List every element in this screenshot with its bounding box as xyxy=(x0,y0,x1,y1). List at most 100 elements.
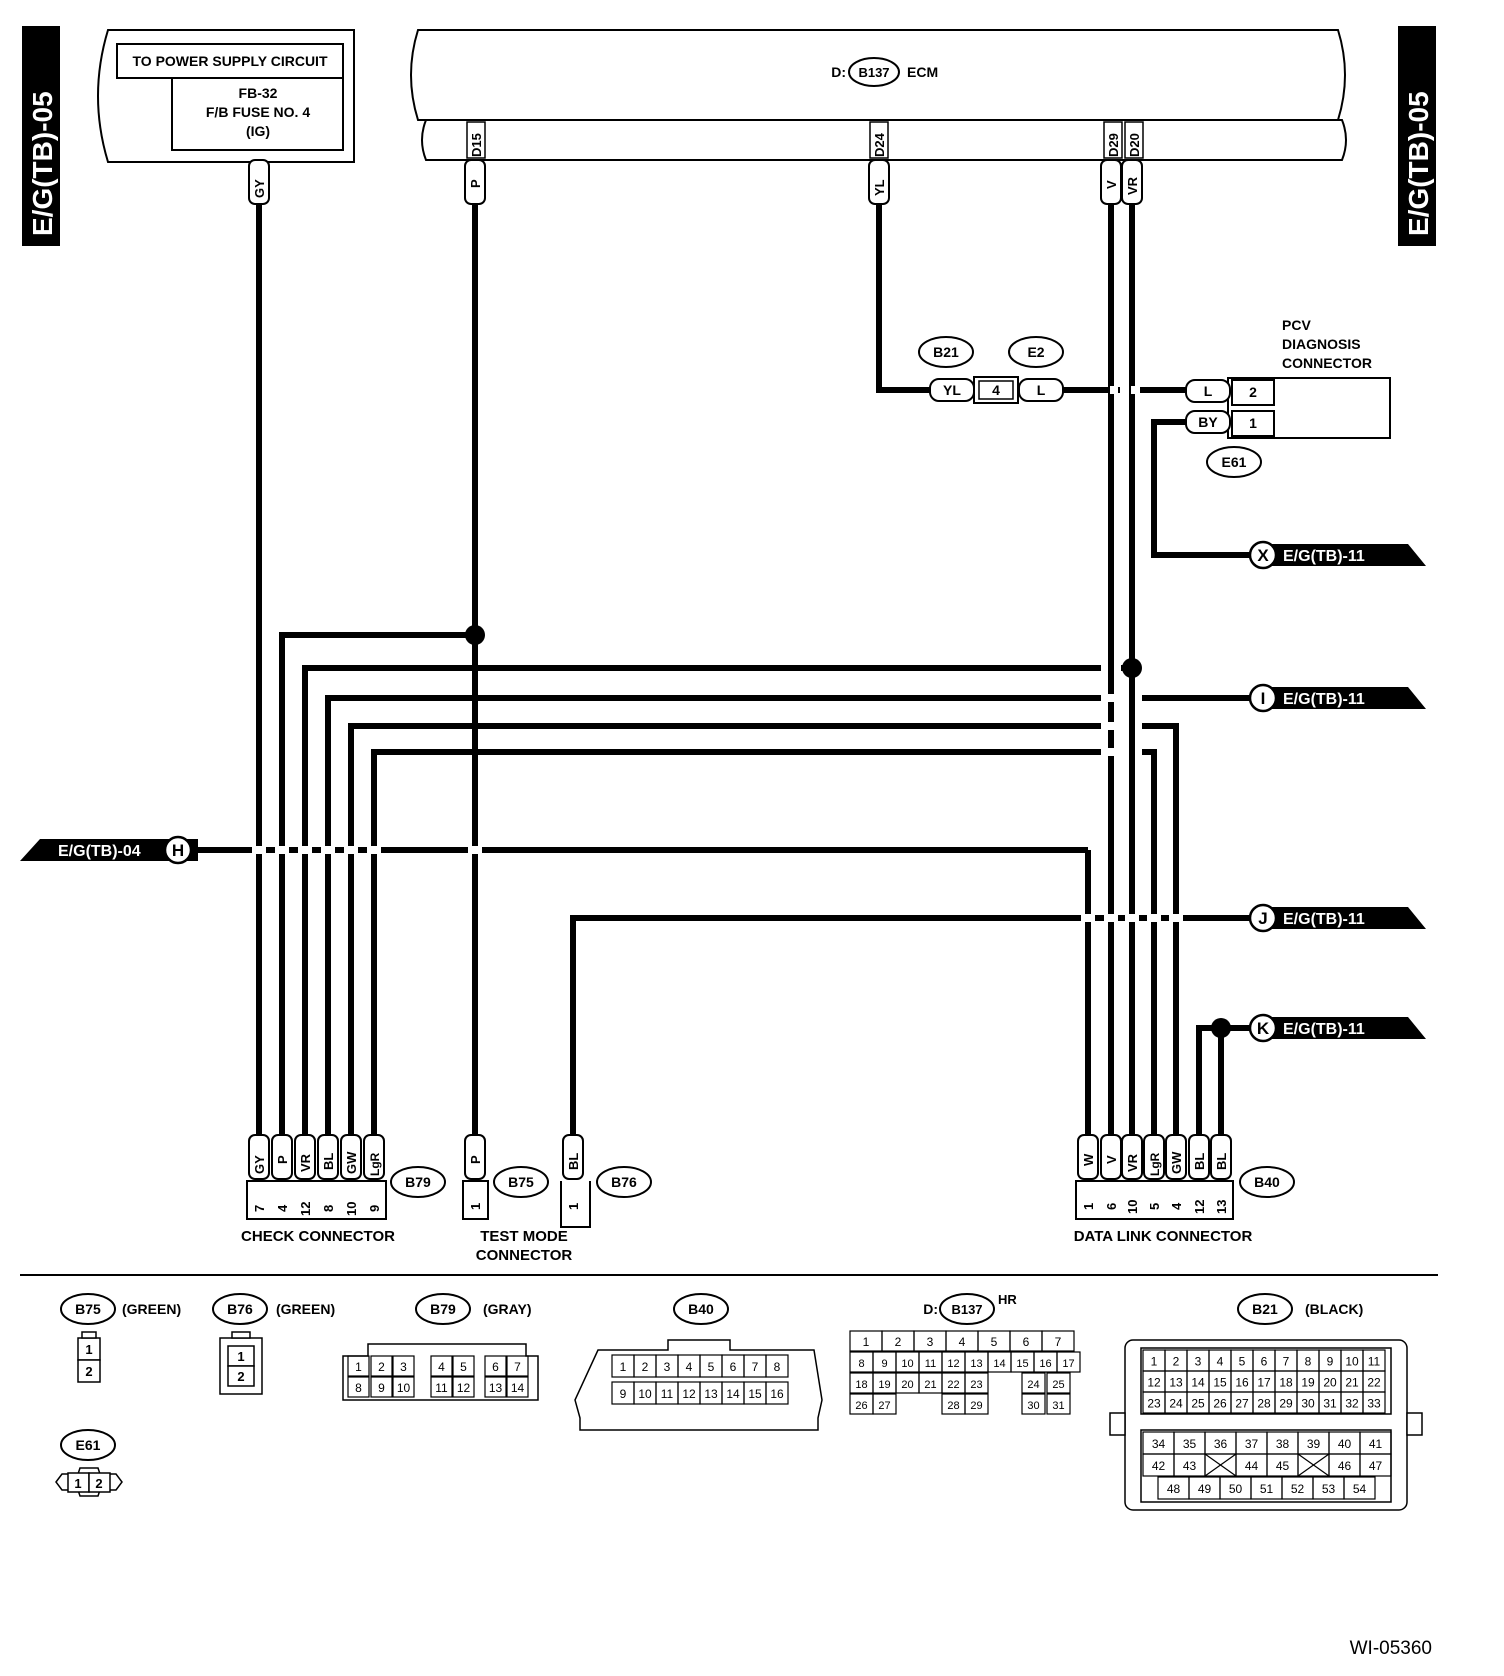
b79-pin: 1 xyxy=(355,1360,362,1374)
pcv-connector-id: E61 xyxy=(1222,454,1247,470)
test-mode-connector: P 1 B75 BL 1 B76 TEST MODE CONNECTOR xyxy=(462,1134,652,1264)
b137-pin: 7 xyxy=(1055,1335,1062,1349)
pcv-pin-2: 2 xyxy=(1249,384,1257,400)
b21-pin: 10 xyxy=(1345,1355,1359,1369)
b40-pin: 10 xyxy=(638,1387,652,1401)
b137-pin: 26 xyxy=(855,1400,867,1412)
b21-pin: 43 xyxy=(1183,1459,1197,1473)
b137-pin: 16 xyxy=(1039,1358,1051,1370)
b21-pin: 17 xyxy=(1257,1376,1271,1390)
ref-i-text: E/G(TB)-11 xyxy=(1283,691,1365,708)
b21-pin: 33 xyxy=(1367,1397,1381,1411)
fuse-line-1: FB-32 xyxy=(239,85,278,101)
check-wire-6: LgR xyxy=(368,1152,382,1176)
legend-b76: B76 (GREEN) 1 2 xyxy=(212,1293,335,1395)
check-wire-1: GY xyxy=(252,1155,267,1174)
dlc-wire-5: GW xyxy=(1169,1151,1184,1174)
b21-pin: 16 xyxy=(1235,1376,1249,1390)
b137-pin: 20 xyxy=(901,1379,913,1391)
ref-j: J E/G(TB)-11 xyxy=(1248,903,1426,933)
legend-b79-id: B79 xyxy=(430,1301,456,1317)
b40-pin: 4 xyxy=(686,1360,693,1374)
dlc-pin-2: 6 xyxy=(1104,1203,1119,1210)
b21-pin: 23 xyxy=(1147,1397,1161,1411)
b137-pin: 29 xyxy=(970,1400,982,1412)
legend-b75-pin-1: 1 xyxy=(85,1342,92,1357)
b21-pin: 53 xyxy=(1322,1482,1336,1496)
ecm-pin-d24: D24 xyxy=(872,132,887,157)
b40-pin: 9 xyxy=(620,1387,627,1401)
dlc-wire-4: LgR xyxy=(1148,1152,1162,1176)
pin-cell xyxy=(452,1355,475,1377)
pin-cell xyxy=(430,1355,453,1377)
b137-pin: 31 xyxy=(1052,1400,1064,1412)
b21-pin: 39 xyxy=(1307,1437,1321,1451)
b40-pin: 14 xyxy=(726,1387,740,1401)
pin-cell xyxy=(1041,1330,1075,1352)
ecm-pin-d20: D20 xyxy=(1127,133,1142,157)
ref-k: K E/G(TB)-11 xyxy=(1248,1013,1426,1043)
b75-id: B75 xyxy=(508,1174,534,1190)
b79-pin: 8 xyxy=(355,1381,362,1395)
b137-pin: 30 xyxy=(1027,1400,1039,1412)
figure-id: WI-05360 xyxy=(1350,1638,1432,1659)
b137-pin: 27 xyxy=(878,1400,890,1412)
pin-cell xyxy=(765,1354,789,1378)
wires xyxy=(198,200,1255,1135)
check-pin-2: 4 xyxy=(275,1204,290,1212)
data-link-connector: W V VR LgR GW BL BL 1 6 10 5 4 12 13 B40… xyxy=(1074,1134,1295,1245)
b137-pin: 9 xyxy=(881,1358,887,1370)
pin-cell xyxy=(392,1355,415,1377)
b137-pin: 4 xyxy=(959,1335,966,1349)
b40-pin: 13 xyxy=(704,1387,718,1401)
check-pin-6: 9 xyxy=(367,1205,382,1212)
b21-pin: 44 xyxy=(1245,1459,1259,1473)
b40-pin: 3 xyxy=(664,1360,671,1374)
pin-cell xyxy=(1046,1372,1071,1394)
dlc-pin-5: 4 xyxy=(1169,1202,1184,1210)
b21-pin: 26 xyxy=(1213,1397,1227,1411)
b79-pin: 10 xyxy=(397,1381,411,1395)
b21-pin: 29 xyxy=(1279,1397,1293,1411)
data-link-name: DATA LINK CONNECTOR xyxy=(1074,1228,1253,1245)
legend-b21-id: B21 xyxy=(1252,1301,1278,1317)
b21-pin: 18 xyxy=(1279,1376,1293,1390)
dlc-pin-1: 1 xyxy=(1081,1203,1096,1210)
b137-pin: 17 xyxy=(1062,1358,1074,1370)
b79-pin: 9 xyxy=(378,1381,385,1395)
pin-cell xyxy=(1056,1351,1081,1373)
legend-e61-pin-1: 1 xyxy=(74,1476,81,1491)
b40-pin: 6 xyxy=(730,1360,737,1374)
ecm-label: ECM xyxy=(907,64,938,80)
b137-pin: 10 xyxy=(901,1358,913,1370)
pin-cell xyxy=(484,1355,507,1377)
b21-pin: 40 xyxy=(1338,1437,1352,1451)
ref-k-text: E/G(TB)-11 xyxy=(1283,1021,1365,1038)
b21-pin: 13 xyxy=(1169,1376,1183,1390)
pin-cell xyxy=(1343,1476,1376,1500)
legend-b137-id: B137 xyxy=(951,1302,982,1317)
ecm-pin-d15: D15 xyxy=(469,133,484,157)
left-section-tab-label: E/G(TB)-05 xyxy=(27,91,58,236)
ref-i-letter: I xyxy=(1261,689,1266,708)
b137-pin: 12 xyxy=(947,1358,959,1370)
b21-pin: 24 xyxy=(1169,1397,1183,1411)
b137-pin: 21 xyxy=(924,1379,936,1391)
ecm-wire-d29: V xyxy=(1104,180,1119,189)
b79-pin: 11 xyxy=(435,1381,448,1395)
b21-pin: 38 xyxy=(1276,1437,1290,1451)
check-wire-5: GW xyxy=(344,1151,359,1174)
joint-right-id: E2 xyxy=(1027,344,1044,360)
ecm-pin-d29: D29 xyxy=(1106,133,1121,157)
b21-pin: 31 xyxy=(1323,1397,1337,1411)
b137-pin: 11 xyxy=(925,1358,936,1370)
